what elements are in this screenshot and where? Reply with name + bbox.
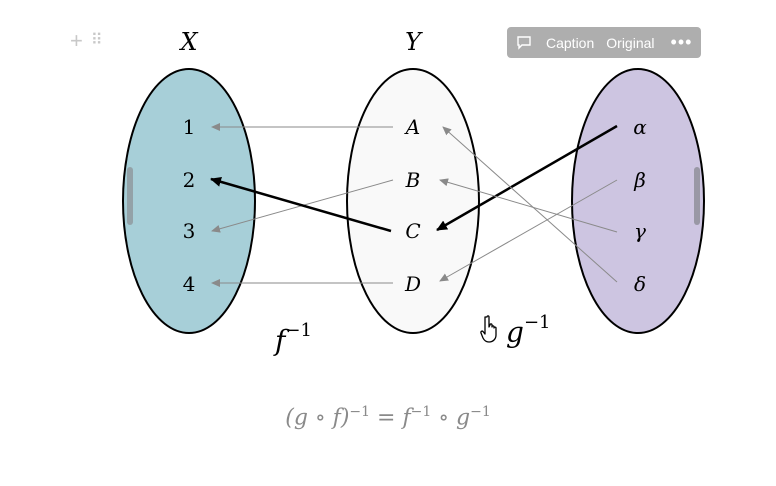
formula-mid2: ∘ g [431,405,471,431]
set-y-title: Y [405,28,423,56]
comment-icon [517,36,531,50]
arrow-c-to-2 [210,176,392,233]
composition-formula: (g ∘ f)−1 = f−1 ∘ g−1 [0,404,776,430]
set-x-ellipse [122,68,256,334]
z-element-beta: β [633,168,646,192]
original-button[interactable]: Original [606,34,655,51]
right-resize-handle[interactable] [694,167,700,225]
g-inverse-exp: −1 [524,312,551,333]
block-handle[interactable]: + ⠿ [70,30,103,52]
x-element-3: 3 [183,219,196,243]
left-resize-handle[interactable] [127,167,133,225]
arrow-alpha-to-c [436,124,618,232]
y-element-d: D [404,272,421,296]
arrow-beta-to-d [439,179,618,282]
f-inverse-label: f−1 [273,320,312,357]
comment-button[interactable] [507,27,540,58]
y-element-a: A [404,115,420,139]
formula-exp1: −1 [349,404,371,420]
z-element-alpha: α [633,115,647,139]
hand-cursor-icon [480,315,497,343]
caption-button[interactable]: Caption [546,34,595,51]
z-element-gamma: γ [634,219,646,243]
g-inverse-label: g−1 [506,312,550,349]
x-element-4: 4 [183,272,196,296]
y-element-c: C [405,219,420,243]
image-toolbar: Caption Original ••• [507,27,701,58]
formula-mid: = f [370,405,411,431]
formula-exp3: −1 [470,404,491,420]
z-element-delta: δ [634,272,646,296]
formula-left: (g ∘ f) [285,405,350,431]
set-x-title: X [178,28,198,56]
f-inverse-exp: −1 [285,320,312,341]
y-element-b: B [405,168,421,192]
arrow-delta-to-a [442,126,618,283]
more-options-icon[interactable]: ••• [670,32,693,52]
x-element-2: 2 [183,168,196,192]
set-z-ellipse [571,68,705,334]
formula-exp2: −1 [410,404,432,420]
drag-handle-icon[interactable]: ⠿ [90,32,103,49]
g-inverse-base: g [506,316,524,349]
x-element-1: 1 [183,115,196,139]
arrow-gamma-to-b [439,178,618,233]
add-block-icon[interactable]: + [70,28,83,53]
